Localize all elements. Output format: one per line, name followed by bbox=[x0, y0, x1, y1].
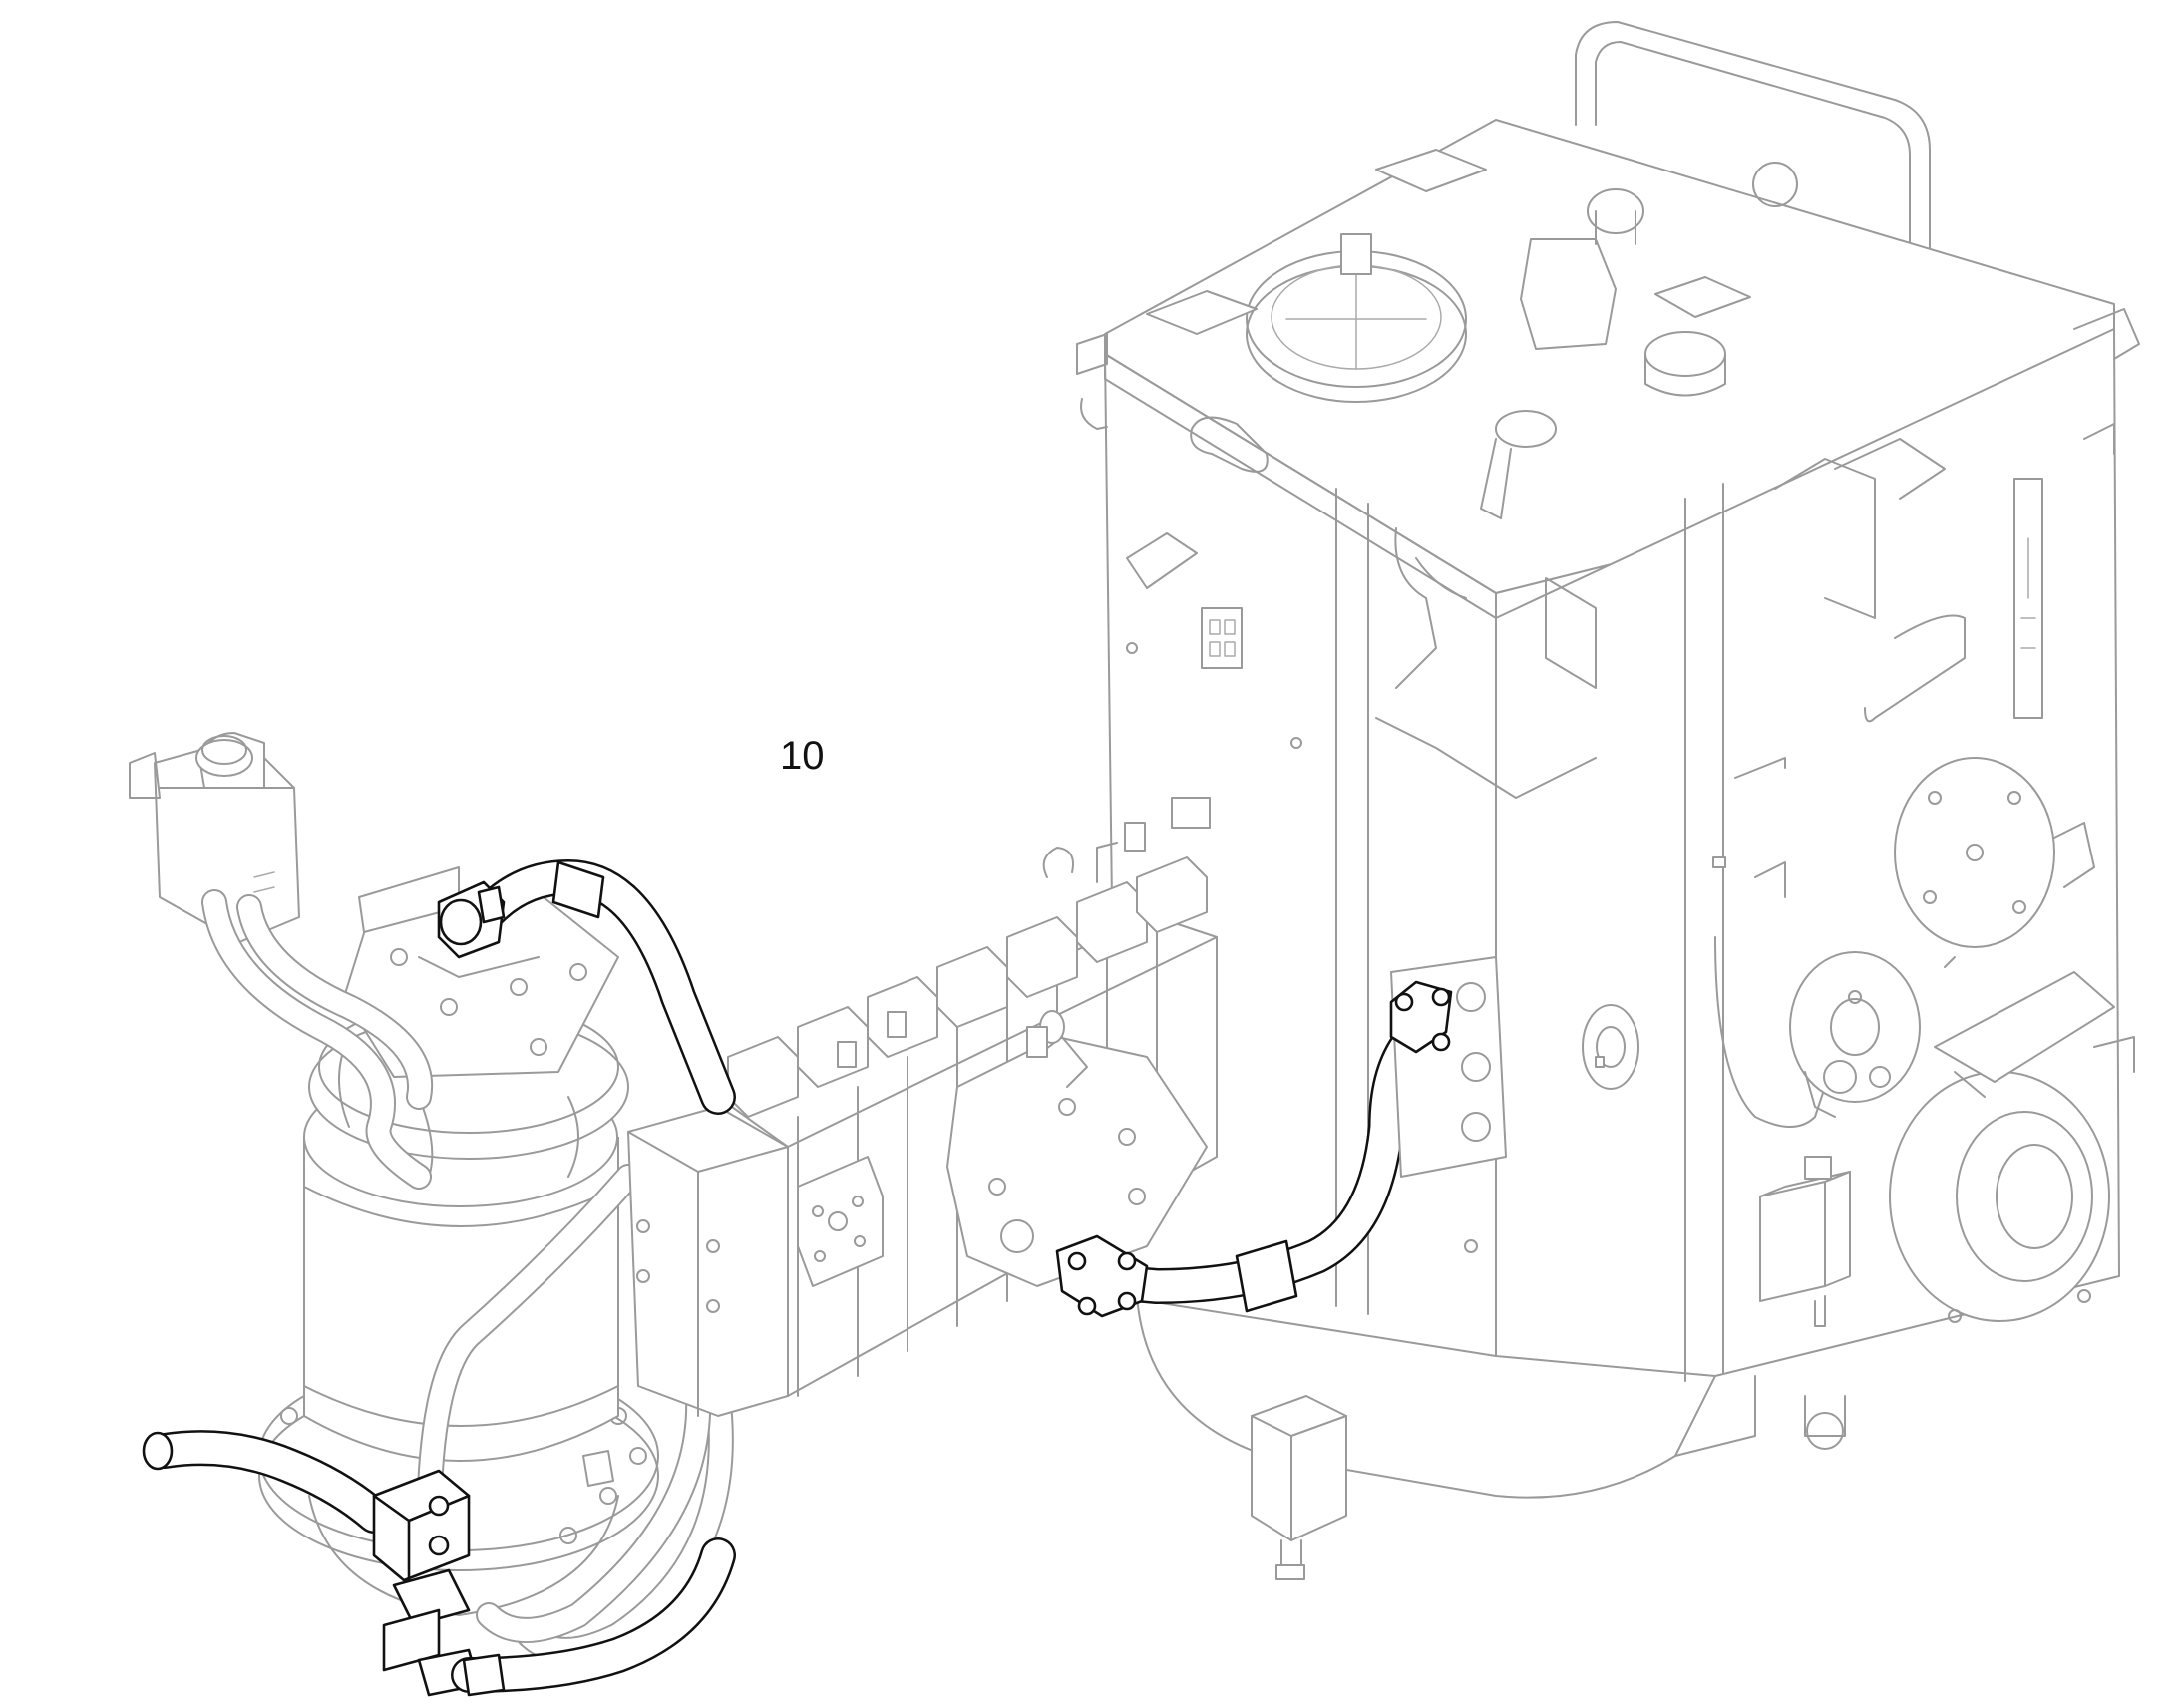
hose-assembly-highlighted bbox=[142, 859, 1507, 1697]
tank-front-details bbox=[1126, 527, 1639, 1253]
tank-bottom-block bbox=[1251, 1395, 1347, 1580]
solenoid-valve bbox=[129, 732, 300, 943]
ghost-pipes bbox=[201, 889, 734, 1663]
callout-label-10: 10 bbox=[780, 734, 825, 778]
tank-top-details bbox=[1146, 149, 1798, 519]
tank-right-details bbox=[1712, 438, 2115, 1450]
control-valve-bank bbox=[627, 822, 1218, 1417]
